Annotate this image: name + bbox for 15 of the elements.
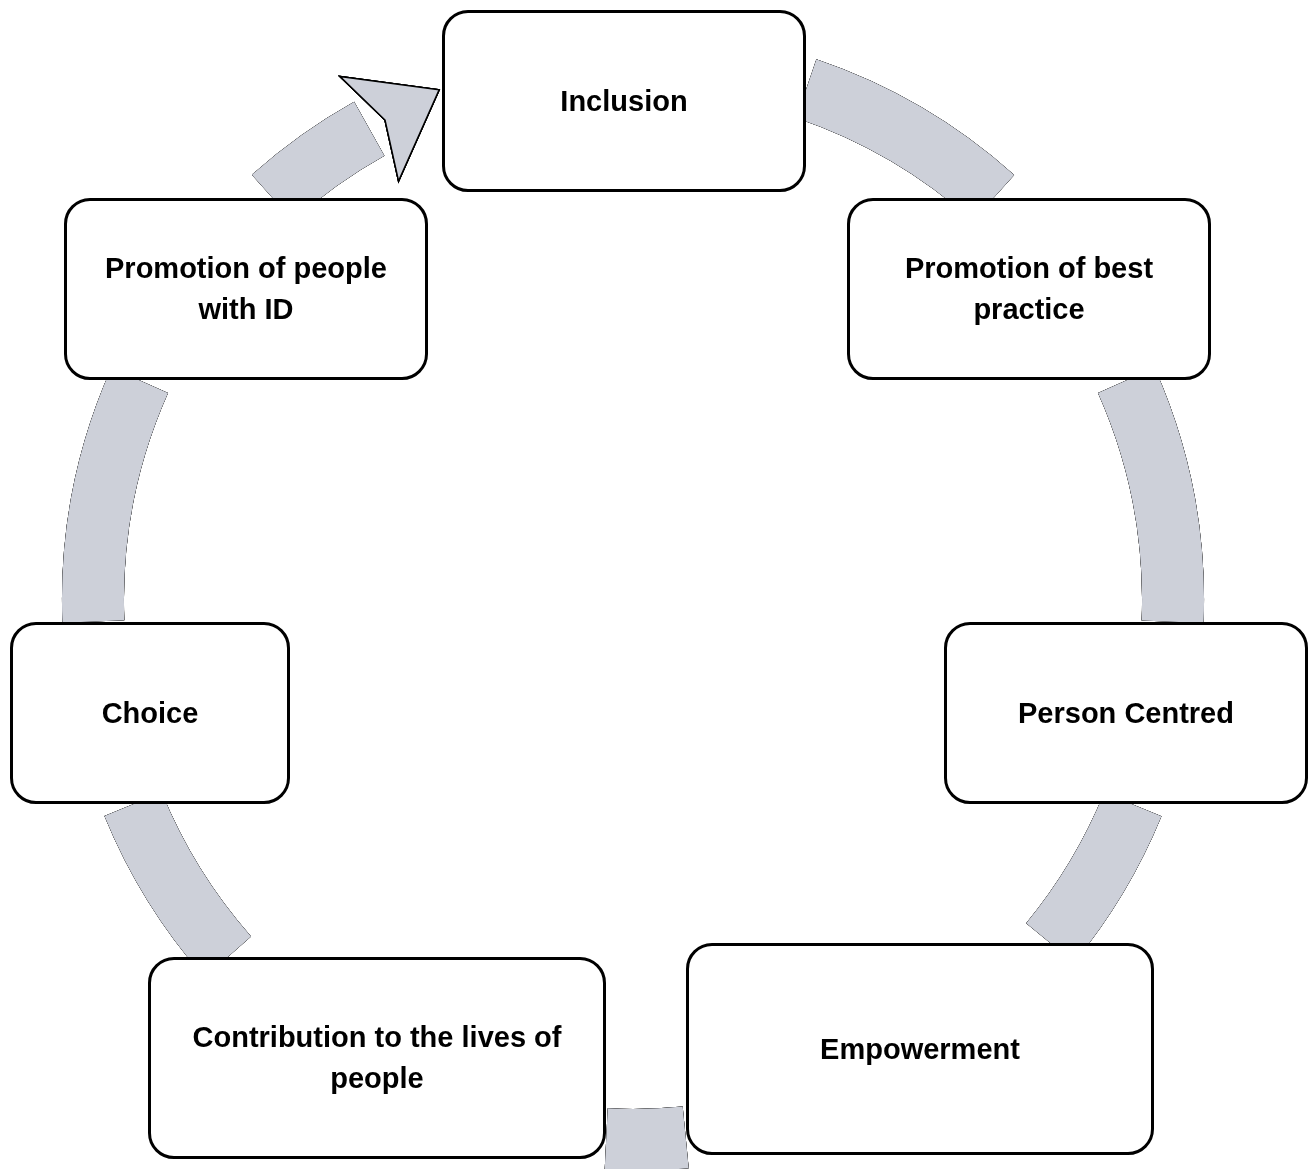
box-label: Empowerment: [820, 1031, 1020, 1067]
cycle-band: [605, 1106, 689, 1169]
box-label: Choice: [101, 695, 199, 731]
box-label: Contribution to the lives of people: [191, 1020, 563, 1096]
process-box: [442, 10, 806, 192]
process-box: [686, 943, 1154, 1155]
process-box: [944, 622, 1308, 804]
process-box: [148, 957, 606, 1159]
process-box: [847, 198, 1211, 380]
box-label: Promotion of people with ID: [104, 251, 388, 327]
box-label: Person Centred: [1018, 695, 1234, 731]
box-label: Promotion of best practice: [903, 251, 1155, 327]
box-label: Inclusion: [560, 83, 688, 119]
process-box: [64, 198, 428, 380]
process-box: [10, 622, 290, 804]
